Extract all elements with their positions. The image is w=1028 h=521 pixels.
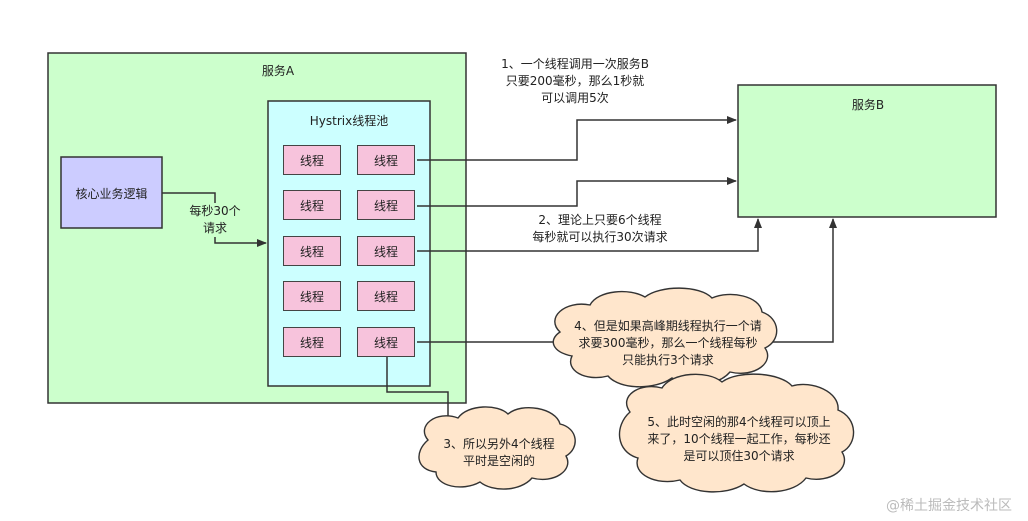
note-1-line1: 1、一个线程调用一次服务B bbox=[501, 57, 649, 71]
note-3-line1: 3、所以另外4个线程 bbox=[443, 437, 555, 451]
note-3-line2: 平时是空闲的 bbox=[462, 454, 535, 468]
thread-r1-c2: 线程 bbox=[357, 145, 415, 175]
thread-r4-c1: 线程 bbox=[283, 281, 341, 311]
cloud-note4 bbox=[552, 287, 778, 388]
note-5: 5、此时空闲的那4个线程可以顶上 来了，10个线程一起工作，每秒还 是可以顶住3… bbox=[626, 414, 852, 465]
note-4: 4、但是如果高峰期线程执行一个请 求要300毫秒，那么一个线程每秒 只能执行3个… bbox=[558, 318, 778, 369]
thread-r3-c2: 线程 bbox=[357, 236, 415, 266]
watermark: @稀土掘金技术社区 bbox=[886, 498, 1012, 514]
edge-thread3-to-service-b bbox=[417, 218, 762, 252]
note-4-line3: 只能执行3个请求 bbox=[622, 353, 714, 367]
cloud-note3 bbox=[418, 406, 576, 490]
thread-r5-c2: 线程 bbox=[357, 327, 415, 357]
thread-r5-c1: 线程 bbox=[283, 327, 341, 357]
edge-thread5-to-note3 bbox=[386, 357, 452, 427]
note-5-line3: 是可以顶住30个请求 bbox=[683, 449, 795, 463]
service-b-label: 服务B bbox=[851, 98, 885, 112]
note-5-line1: 5、此时空闲的那4个线程可以顶上 bbox=[647, 415, 831, 429]
service-b-box bbox=[737, 84, 997, 218]
cloud-note5 bbox=[618, 373, 855, 493]
thread-pool-label: Hystrix线程池 bbox=[309, 114, 389, 128]
edge-label-line2: 请求 bbox=[202, 221, 227, 235]
note-2-line2: 每秒就可以执行30次请求 bbox=[532, 230, 668, 244]
core-logic-label: 核心业务逻辑 bbox=[75, 187, 148, 201]
thread-r2-c1: 线程 bbox=[283, 190, 341, 220]
note-1-line2: 只要200毫秒，那么1秒就 bbox=[505, 74, 645, 88]
thread-r4-c2: 线程 bbox=[357, 281, 415, 311]
note-1-line3: 可以调用5次 bbox=[541, 91, 609, 105]
thread-r3-c1: 线程 bbox=[283, 236, 341, 266]
note-2: 2、理论上只要6个线程 每秒就可以执行30次请求 bbox=[500, 212, 700, 246]
note-5-line2: 来了，10个线程一起工作，每秒还 bbox=[647, 432, 831, 446]
thread-r2-c2: 线程 bbox=[357, 190, 415, 220]
thread-r1-c1: 线程 bbox=[283, 145, 341, 175]
service-a-label: 服务A bbox=[261, 64, 295, 78]
edge-label-core-to-pool: 每秒30个 请求 bbox=[183, 203, 247, 237]
edge-label-line1: 每秒30个 bbox=[189, 204, 241, 218]
note-4-line2: 求要300毫秒，那么一个线程每秒 bbox=[578, 336, 758, 350]
note-1: 1、一个线程调用一次服务B 只要200毫秒，那么1秒就 可以调用5次 bbox=[470, 56, 680, 107]
note-3: 3、所以另外4个线程 平时是空闲的 bbox=[424, 436, 574, 470]
edge-thread1-to-service-b bbox=[417, 116, 737, 161]
note-4-line1: 4、但是如果高峰期线程执行一个请 bbox=[574, 319, 762, 333]
edge-thread2-to-service-b bbox=[417, 177, 737, 207]
note-2-line1: 2、理论上只要6个线程 bbox=[538, 213, 662, 227]
